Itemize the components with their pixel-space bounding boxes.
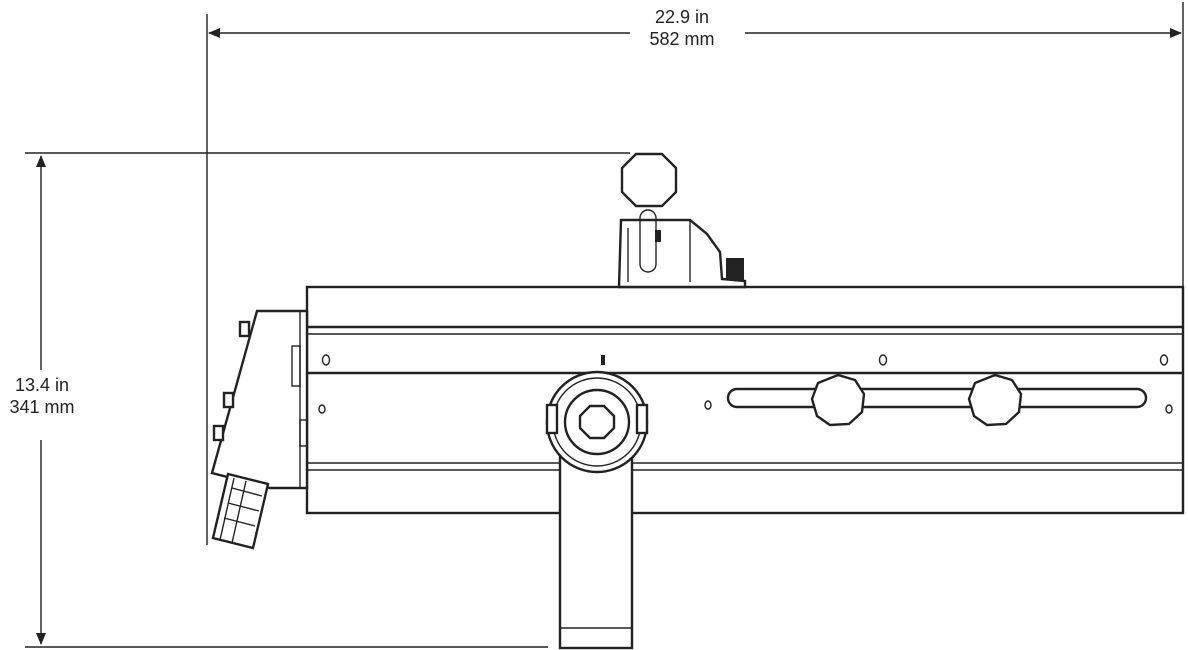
barrel-outline [305,285,1185,515]
width-imperial: 22.9 in [654,7,710,27]
height-dimension-label: 13.4 in 341 mm [0,374,84,418]
width-dimension-label: 22.9 in 582 mm [632,6,732,50]
knob-slot [726,387,1148,409]
height-imperial: 13.4 in [14,375,70,395]
fixture-barrel [305,285,1185,515]
width-dimension [206,2,1184,545]
shutter-knobs [810,373,1023,427]
handle-base [617,218,747,289]
width-metric: 582 mm [649,29,715,49]
top-handle [617,152,747,289]
rear-housing [210,309,309,550]
height-metric: 341 mm [9,397,75,417]
power-connector [211,472,270,550]
rear-cap [210,309,309,490]
height-dimension [25,152,630,648]
lock-knob [620,152,678,208]
yoke [545,355,649,650]
